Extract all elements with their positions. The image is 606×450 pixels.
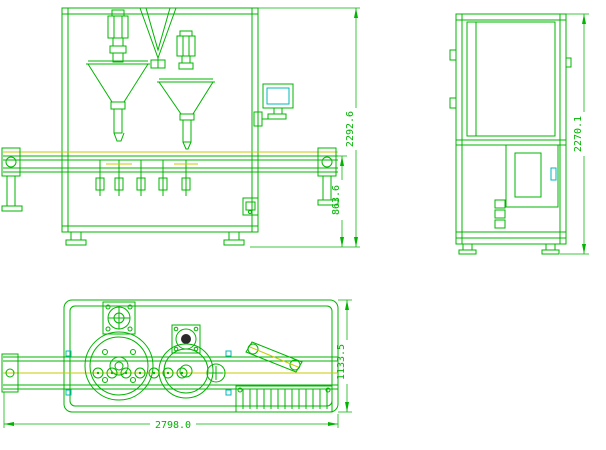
- motor-top-right: [171, 324, 201, 354]
- conveyor-front: [1, 147, 339, 212]
- conveyor-top: [1, 350, 338, 396]
- bottle-stations: [95, 160, 198, 196]
- side-view: [449, 13, 572, 255]
- monitor-screen: [266, 87, 290, 105]
- auger-filler-right: [157, 30, 215, 150]
- feed-hopper-v: [139, 7, 177, 69]
- front-view: [1, 7, 339, 246]
- dim-top-overall-width: 2798.0: [3, 392, 339, 431]
- auger-filler-left: [86, 9, 150, 142]
- dim-front-conveyor-height: 863.6: [331, 155, 347, 247]
- roller-conveyor: [235, 385, 333, 413]
- dimension-annotations: 2292.6 863.6 2270.1 1133.5: [3, 7, 589, 431]
- dim-text-top-overall-width: 2798.0: [155, 420, 191, 431]
- door-handle: [550, 167, 557, 181]
- hinges: [494, 199, 506, 229]
- dim-text-top-overall-depth: 1133.5: [336, 344, 347, 380]
- turntable-left: [84, 331, 154, 401]
- motor-top-left: [102, 301, 136, 335]
- dim-text-front-overall-height: 2292.6: [345, 111, 356, 147]
- machine-body-top: [63, 299, 339, 413]
- turntable-right: [158, 343, 214, 399]
- motor-left: [107, 15, 129, 39]
- top-view: [1, 299, 339, 413]
- motor-right: [176, 35, 196, 57]
- star-wheel: [206, 363, 226, 383]
- filling-nozzle-left: [113, 132, 125, 142]
- machine-frame-front: [61, 7, 259, 246]
- dim-top-overall-depth: 1133.5: [336, 299, 352, 413]
- dim-side-overall-height: 2270.1: [560, 13, 589, 255]
- filling-nozzle-right: [182, 141, 192, 150]
- dim-front-overall-height: 2292.6: [250, 7, 360, 248]
- dim-text-front-conveyor-height: 863.6: [331, 185, 342, 215]
- machine-frame-side: [449, 13, 572, 255]
- hmi-monitor: [253, 83, 294, 136]
- containers-on-conveyor: [92, 367, 188, 379]
- swing-arm: [245, 341, 303, 373]
- dim-text-side-overall-height: 2270.1: [573, 116, 584, 152]
- control-box: [242, 197, 259, 216]
- cabinet-door: [505, 144, 559, 208]
